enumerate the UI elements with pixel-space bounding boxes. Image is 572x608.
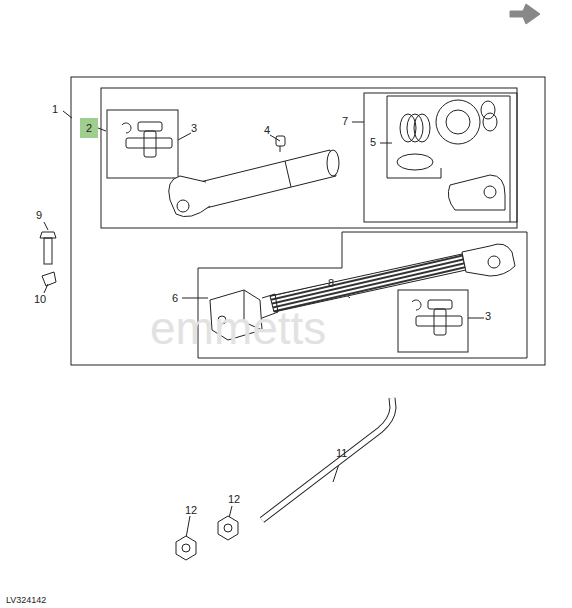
watermark: emmetts — [150, 305, 326, 351]
callout-number: 11 — [336, 448, 347, 459]
highlight-box: 2 — [80, 118, 98, 138]
callout-number: 3 — [485, 311, 491, 322]
callout-number: 7 — [342, 116, 348, 127]
callout-number: 4 — [264, 125, 270, 136]
callout-number: 5 — [370, 137, 376, 148]
callout-number: 3 — [191, 123, 197, 134]
callout-number: 6 — [172, 293, 178, 304]
callout-number: 12 — [228, 494, 240, 505]
callout-number: 12 — [185, 505, 197, 516]
callout-number: 2 — [86, 123, 92, 134]
figure-code: LV324142 — [6, 596, 46, 605]
callout-number: 1 — [52, 104, 58, 115]
callout-number: 9 — [36, 210, 42, 221]
callout-number: 10 — [34, 294, 46, 305]
callout-number: 8 — [328, 278, 334, 289]
